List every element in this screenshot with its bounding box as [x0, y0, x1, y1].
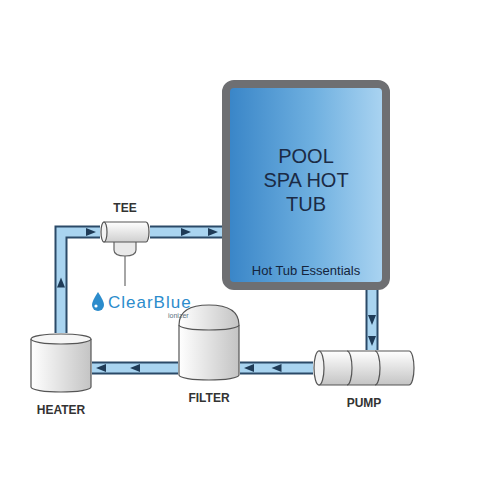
flow-arrow: [208, 228, 218, 236]
pipe-connector: [150, 228, 222, 236]
flow-arrow: [181, 228, 191, 236]
tub-title: POOL SPA HOT TUB: [261, 144, 351, 216]
pool-spa-tub: POOL SPA HOT TUB: [222, 80, 390, 290]
pipe-connector: [368, 290, 376, 350]
pipe-wall: [366, 290, 379, 350]
flow-arrow: [130, 364, 140, 372]
drop-shine: [94, 304, 97, 307]
part-label: PUMP: [347, 396, 382, 410]
flow-arrow: [96, 364, 106, 372]
flow-arrow: [244, 364, 254, 372]
pipe-connector: [240, 364, 313, 372]
flow-arrow: [272, 364, 282, 372]
pipe-water: [61, 232, 100, 333]
watermark-text: Hot Tub Essentials: [252, 263, 360, 278]
pipe-wall: [240, 362, 313, 375]
drop-icon: [92, 292, 104, 311]
heater-shape: [30, 333, 92, 393]
pipe-wall: [92, 362, 178, 375]
tee-shape: [100, 221, 150, 243]
pipe-connector: [57, 228, 100, 333]
pipe-wall: [61, 232, 100, 333]
pipe-water: [150, 228, 222, 237]
brand-logo-text: ClearBlue: [108, 293, 192, 313]
tee-fitting: TEE: [100, 221, 150, 243]
pump-shape: [313, 350, 415, 386]
pipe-wall: [150, 226, 222, 239]
flow-arrow: [57, 278, 65, 288]
pipe-connector: [92, 364, 178, 372]
brand-subtext: ionizer: [168, 312, 189, 319]
flow-arrow: [86, 228, 96, 236]
flow-arrow: [368, 315, 376, 325]
part-label: HEATER: [37, 403, 85, 417]
pump-unit: PUMP: [313, 350, 415, 386]
pipe-water: [92, 364, 178, 373]
part-label: FILTER: [188, 391, 229, 405]
flow-arrow: [368, 336, 376, 346]
pipe-water: [368, 290, 377, 350]
pipe-water: [240, 364, 313, 373]
part-label: TEE: [113, 201, 136, 215]
heater-unit: HEATER: [30, 333, 92, 393]
